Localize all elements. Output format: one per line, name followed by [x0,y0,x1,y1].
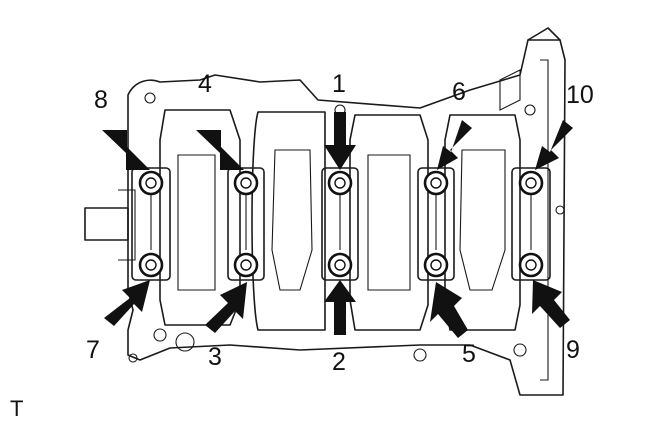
bolt-3 [233,252,259,278]
arrow-bolt-7 [104,280,150,326]
label-8: 8 [94,86,108,114]
arrow-bolt-1 [324,112,356,170]
label-3: 3 [208,343,222,371]
bolt-7 [138,252,164,278]
arrow-bolt-10 [535,120,573,170]
label-5: 5 [462,340,476,368]
sequence-labels: 8 4 1 6 10 7 3 2 5 9 T [10,70,594,421]
bolt-6 [423,170,449,196]
label-2: 2 [332,348,346,376]
bolt-1 [327,170,353,196]
pointer-arrows [102,112,573,338]
bolt-5 [423,252,449,278]
bolt-2 [327,252,353,278]
arrow-bolt-6 [437,120,472,170]
bolt-4 [233,170,259,196]
label-1: 1 [332,70,346,98]
label-9: 9 [566,336,580,364]
label-6: 6 [452,78,466,106]
label-10: 10 [566,81,594,109]
engine-block-drawing [84,27,566,396]
label-4: 4 [198,70,212,98]
arrow-bolt-5 [430,282,468,338]
arrow-bolt-8 [102,130,150,170]
bolt-8 [138,170,164,196]
arrow-bolt-9 [532,280,570,328]
bolt-10 [518,170,544,196]
arrow-bolt-2 [324,280,356,335]
label-7: 7 [86,336,100,364]
bearing-cap-bolts [138,170,544,278]
bolt-9 [518,252,544,278]
corner-label: T [10,396,23,421]
arrow-bolt-3 [205,282,247,333]
arrow-bolt-4 [196,130,244,170]
